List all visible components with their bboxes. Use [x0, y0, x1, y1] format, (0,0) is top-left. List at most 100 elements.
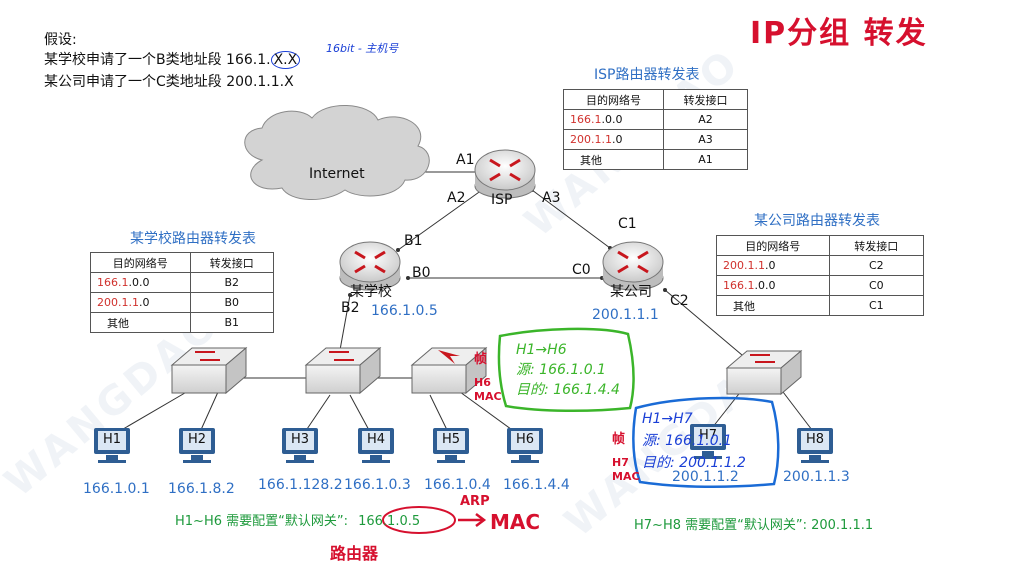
- host-name-h6: H6: [516, 432, 535, 447]
- dest-cell: 其他: [716, 295, 830, 316]
- switch-3: [410, 346, 488, 395]
- mac-note-line: H7: [612, 456, 629, 469]
- iface-c2: C2: [670, 293, 689, 309]
- blue-note: H1→H7 源: 166.1.0.1 目的: 200.1.1.2: [642, 408, 746, 474]
- header-iface: 转发接口: [189, 252, 275, 273]
- dest-cell: 166.1.0.0: [716, 275, 830, 296]
- host-name-h2: H2: [188, 432, 207, 447]
- host-ip-h4: 166.1.0.3: [344, 477, 411, 493]
- school-gateway-note: H1~H6 需要配置“默认网关”: 166.1.0.5: [175, 510, 420, 529]
- isp-label: ISP: [491, 192, 513, 208]
- host-ip-h8: 200.1.1.3: [783, 469, 850, 485]
- dest-cell: 200.1.1.0: [562, 129, 665, 150]
- handwritten-title: IP分组 转发: [750, 16, 928, 51]
- iface-a3: A3: [542, 190, 561, 206]
- school-router-label: 某学校: [350, 284, 392, 300]
- gateway-circle: [382, 506, 456, 534]
- isp-table-title: ISP路由器转发表: [594, 67, 700, 83]
- header-dest: 目的网络号: [90, 252, 191, 273]
- mac-note-right: H7 MAC: [612, 456, 640, 484]
- school-table-title: 某学校路由器转发表: [130, 231, 256, 247]
- iface-cell: A1: [663, 149, 748, 170]
- host-name-h7: H7: [699, 428, 718, 443]
- company-router-shape: [602, 241, 664, 291]
- header-iface: 转发接口: [663, 89, 748, 110]
- host-name-h3: H3: [291, 432, 310, 447]
- isp-router-shape: [474, 149, 536, 199]
- iface-a1: A1: [456, 152, 475, 168]
- company-gateway-note: H7~H8 需要配置“默认网关”: 200.1.1.1: [634, 518, 874, 533]
- iface-b2: B2: [341, 300, 360, 316]
- iface-cell: B0: [189, 292, 275, 313]
- assumption-line1-prefix: 某学校申请了一个B类地址段 166.1.: [44, 52, 271, 68]
- iface-cell: A3: [663, 129, 748, 150]
- green-note: H1→H6 源: 166.1.0.1 目的: 166.1.4.4: [516, 340, 620, 400]
- assumption-line1-suffix: X.X: [270, 51, 301, 69]
- assumption-line1: 某学校申请了一个B类地址段 166.1.X.X: [44, 50, 301, 70]
- iface-a2: A2: [447, 190, 466, 206]
- school-gateway-text: H1~H6 需要配置“默认网关”:: [175, 514, 348, 529]
- host-name-h4: H4: [367, 432, 386, 447]
- mac-note-line: MAC: [474, 390, 502, 403]
- mac-note-line: H6: [474, 376, 491, 389]
- header-iface: 转发接口: [828, 235, 925, 256]
- dest-cell: 其他: [90, 312, 191, 333]
- arp-label: ARP: [460, 494, 490, 509]
- dest-cell: 其他: [562, 149, 665, 170]
- blue-note-line: H1→H7: [642, 411, 693, 427]
- internet-label: Internet: [309, 166, 365, 182]
- dest-cell: 200.1.1.0: [716, 255, 830, 276]
- mac-note-line: MAC: [612, 470, 640, 483]
- school-gateway-value: 166.1.0.5: [358, 514, 421, 529]
- host-ip-h7: 200.1.1.2: [672, 469, 739, 485]
- iface-c0: C0: [572, 262, 591, 278]
- green-note-line: 目的: 166.1.4.4: [516, 382, 620, 398]
- mac-label: MAC: [490, 510, 541, 534]
- blue-note-line: 源: 166.1.0.1: [642, 433, 732, 449]
- iface-b1: B1: [404, 233, 423, 249]
- school-gateway-ip: 166.1.0.5: [371, 303, 438, 319]
- host-name-h1: H1: [103, 432, 122, 447]
- iface-c1: C1: [618, 216, 637, 232]
- dest-cell: 200.1.1.0: [90, 292, 191, 313]
- host-name-h5: H5: [442, 432, 461, 447]
- table-header-row: 目的网络号转发接口: [716, 235, 925, 256]
- host-name-h8: H8: [806, 432, 825, 447]
- host-ip-h2: 166.1.8.2: [168, 481, 235, 497]
- iface-cell: B1: [189, 312, 275, 333]
- host-ip-h6: 166.1.4.4: [503, 477, 570, 493]
- header-dest: 目的网络号: [562, 89, 665, 110]
- host-bits-annotation: 16bit - 主机号: [326, 42, 399, 55]
- dest-cell: 166.1.0.0: [562, 109, 665, 130]
- table-header-row: 目的网络号转发接口: [90, 252, 275, 273]
- blue-note-line: 目的: 200.1.1.2: [642, 455, 746, 471]
- frame-label-left: 帧: [474, 352, 488, 367]
- company-table-title: 某公司路由器转发表: [754, 213, 880, 229]
- frame-label-right: 帧: [612, 432, 626, 447]
- host-ip-h5: 166.1.0.4: [424, 477, 491, 493]
- host-ip-h1: 166.1.0.1: [83, 481, 150, 497]
- mac-note-left: H6 MAC: [474, 376, 502, 404]
- host-ip-h3: 166.1.128.2: [258, 477, 343, 493]
- dest-cell: 166.1.0.0: [90, 272, 191, 293]
- router-label: 路由器: [330, 544, 379, 563]
- company-gateway-ip: 200.1.1.1: [592, 307, 659, 323]
- switch-2: [304, 346, 382, 395]
- green-note-line: 源: 166.1.0.1: [516, 362, 606, 378]
- table-header-row: 目的网络号转发接口: [562, 89, 748, 110]
- iface-cell: C2: [828, 255, 925, 276]
- iface-cell: A2: [663, 109, 748, 130]
- iface-b0: B0: [412, 265, 431, 281]
- company-router-label: 某公司: [610, 284, 652, 300]
- switch-1: [170, 346, 248, 395]
- green-note-line: H1→H6: [516, 342, 567, 358]
